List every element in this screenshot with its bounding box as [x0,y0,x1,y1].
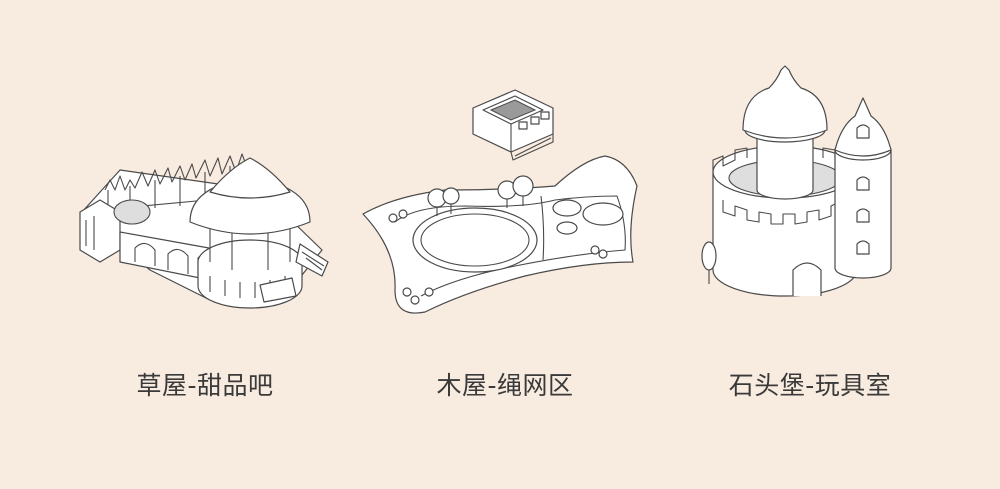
caption-grass-hut: 草屋-甜品吧 [136,371,274,400]
panel-grass-hut: 草屋-甜品吧 [60,0,350,489]
caption-stone-castle: 石头堡-玩具室 [728,371,892,400]
panel-wooden-cabin: 木屋-绳网区 [355,0,655,489]
caption-wooden-cabin: 木屋-绳网区 [436,371,574,400]
stone-castle-illustration [665,0,955,340]
panel-stone-castle: 石头堡-玩具室 [665,0,955,489]
grass-hut-illustration [60,0,350,340]
wooden-cabin-illustration [355,0,655,340]
